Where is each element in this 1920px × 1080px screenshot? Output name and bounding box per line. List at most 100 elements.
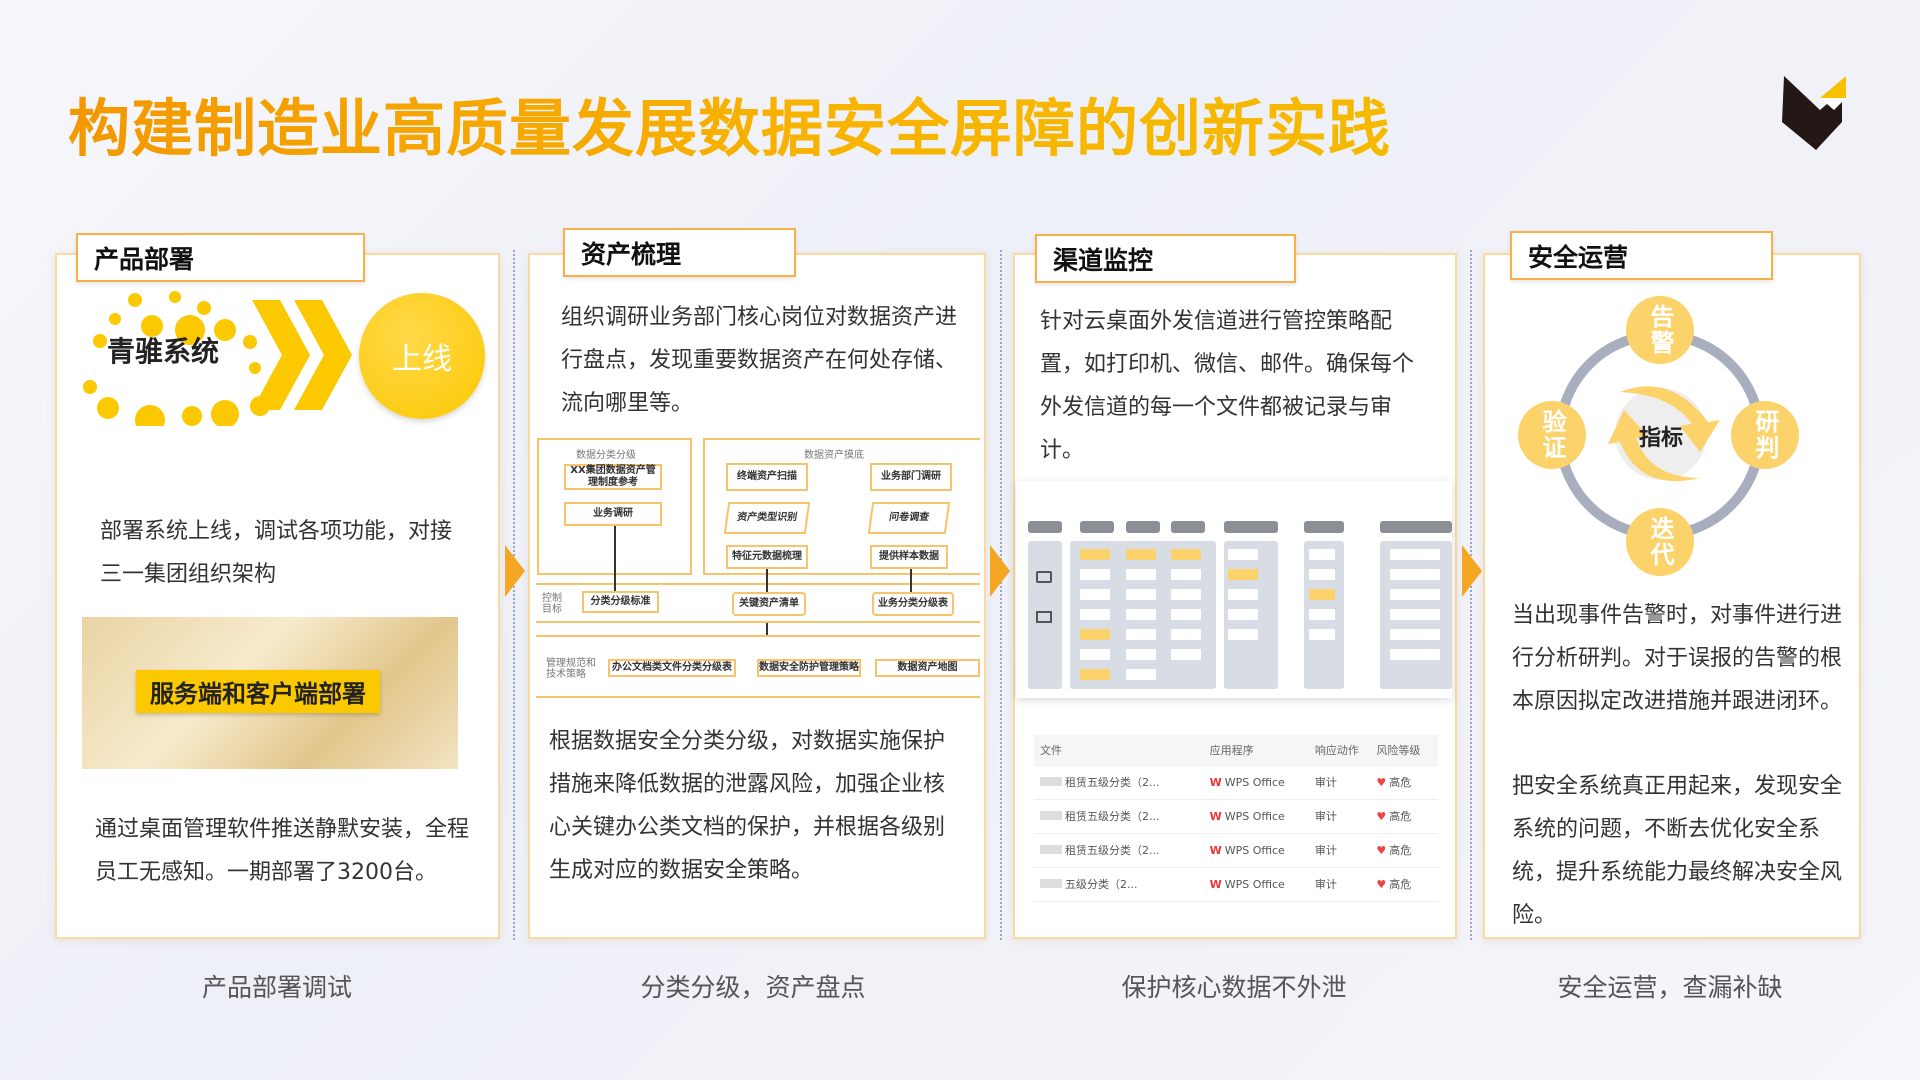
printer-icon — [1036, 611, 1052, 623]
row-label: 控制目标 — [542, 593, 562, 615]
cycle-node-verify: 验证 — [1518, 401, 1586, 469]
channel-node — [1171, 549, 1201, 560]
flow-box: 资产类型识别 — [723, 502, 811, 534]
flow-box: 业务调研 — [564, 502, 662, 526]
panel-text: 当出现事件告警时，对事件进行进行分析研判。对于误报的告警的根本原因拟定改进措施并… — [1512, 603, 1843, 714]
cell-text: 审计 — [1314, 878, 1337, 891]
group-label: 数据分类分级 — [576, 450, 636, 461]
channel-node — [1390, 569, 1440, 580]
channel-node — [1126, 609, 1156, 620]
channel-node — [1309, 589, 1335, 600]
system-name: 青骓系统 — [107, 335, 220, 368]
channel-node — [1309, 609, 1335, 620]
flow-box: 数据资产地图 — [875, 659, 980, 677]
cycle-node-analyze: 研判 — [1731, 401, 1799, 469]
channel-node — [1126, 649, 1156, 660]
channel-node — [1171, 589, 1201, 600]
risk-cell: ♥高危 — [1376, 765, 1438, 800]
flow-arrow-icon — [990, 545, 1010, 597]
flow-box: 业务部门调研 — [870, 463, 952, 491]
risk-cell: ♥高危 — [1376, 833, 1438, 868]
flow-box: 业务分类分级表 — [872, 592, 954, 616]
flow-box: 问卷调查 — [867, 502, 951, 534]
risk-cell: ♥高危 — [1376, 799, 1438, 834]
panel-text: 针对云桌面外发信道进行管控策略配置，如打印机、微信、邮件。确保每个外发信道的每一… — [1040, 309, 1415, 463]
channel-node — [1390, 609, 1440, 620]
cell-text: 审计 — [1314, 844, 1337, 857]
page-title: 构建制造业高质量发展数据安全屏障的创新实践 — [68, 78, 1391, 168]
channel-node — [1126, 629, 1156, 640]
channel-node — [1080, 589, 1110, 600]
channel-node — [1171, 649, 1201, 660]
flow-box: 办公文档类文件分类分级表 — [608, 659, 736, 677]
channel-monitor-screenshot — [1016, 481, 1452, 698]
action-cell: 审计 — [1314, 799, 1377, 834]
channel-node — [1080, 649, 1110, 660]
wps-icon: W — [1209, 775, 1222, 789]
file-cell: 五级分类（2... — [1034, 867, 1210, 902]
column-header — [1171, 521, 1205, 533]
chevron-right-icon — [252, 300, 352, 410]
tab-asset-inventory: 资产梳理 — [563, 228, 796, 277]
channel-node — [1309, 569, 1335, 580]
risk-cell: ♥高危 — [1376, 867, 1438, 902]
risk-icon: ♥ — [1376, 878, 1387, 891]
channel-node — [1309, 549, 1335, 560]
cell-text: 高危 — [1389, 776, 1412, 789]
brand-logo — [1782, 76, 1846, 150]
col-header: 应用程序 — [1209, 735, 1315, 766]
tab-security-ops: 安全运营 — [1510, 231, 1773, 280]
cell-text: 租赁五级分类（2... — [1065, 776, 1160, 789]
cycle-center-label: 指标 — [1638, 426, 1683, 451]
channel-node — [1126, 569, 1156, 580]
channel-node — [1080, 569, 1110, 580]
channel-node — [1390, 589, 1440, 600]
panel-text: 根据数据安全分类分级，对数据实施保护措施来降低数据的泄露风险，加强企业核心关键办… — [549, 729, 946, 883]
file-cell: 租赁五级分类（2... — [1034, 799, 1210, 834]
panel-text: 部署系统上线，调试各项功能，对接三一集团组织架构 — [100, 519, 453, 587]
cell-text: WPS Office — [1224, 809, 1285, 823]
channel-column — [1028, 541, 1062, 689]
risk-icon: ♥ — [1376, 810, 1387, 823]
file-cell: 租赁五级分类（2... — [1034, 833, 1210, 868]
flow-arrow-icon — [505, 545, 525, 597]
cell-text: 审计 — [1314, 776, 1337, 789]
risk-icon: ♥ — [1376, 844, 1387, 857]
channel-node — [1080, 549, 1110, 560]
channel-node — [1228, 589, 1258, 600]
channel-node — [1126, 669, 1156, 680]
channel-node — [1390, 549, 1440, 560]
panel-text: 通过桌面管理软件推送静默安装，全程员工无感知。一期部署了3200台。 — [95, 817, 470, 885]
column-header — [1080, 521, 1114, 533]
channel-node — [1171, 609, 1201, 620]
tab-channel-monitor: 渠道监控 — [1035, 234, 1296, 283]
flow-box: XX集团数据资产管理制度参考 — [564, 464, 662, 490]
col-header: 响应动作 — [1314, 735, 1377, 766]
pc-icon — [1036, 571, 1052, 583]
flow-box: 终端资产扫描 — [726, 463, 808, 491]
cycle-arrows-icon — [1608, 386, 1720, 482]
column-header — [1304, 521, 1344, 533]
wps-icon: W — [1209, 809, 1222, 823]
risk-icon: ♥ — [1376, 776, 1387, 789]
channel-node — [1080, 609, 1110, 620]
caption: 保护核心数据不外泄 — [1121, 973, 1347, 1002]
channel-node — [1080, 669, 1110, 680]
cell-text: WPS Office — [1224, 775, 1285, 789]
asset-flow-diagram: 数据分类分级 数据资产摸底 XX集团数据资产管理制度参考 业务调研 终端资产扫描… — [536, 433, 980, 698]
group-label: 数据资产摸底 — [804, 450, 864, 461]
panel-text: 组织调研业务部门核心岗位对数据资产进行盘点，发现重要数据资产在何处存储、流向哪里… — [561, 305, 958, 416]
flow-arrow-icon — [1462, 545, 1482, 597]
flow-box: 关键资产清单 — [732, 592, 806, 616]
cell-text: 高危 — [1389, 844, 1412, 857]
channel-node — [1228, 549, 1258, 560]
wps-icon: W — [1209, 877, 1222, 891]
launch-badge: 上线 — [359, 293, 485, 419]
column-header — [1224, 521, 1278, 533]
cell-text: 租赁五级分类（2... — [1065, 844, 1160, 857]
